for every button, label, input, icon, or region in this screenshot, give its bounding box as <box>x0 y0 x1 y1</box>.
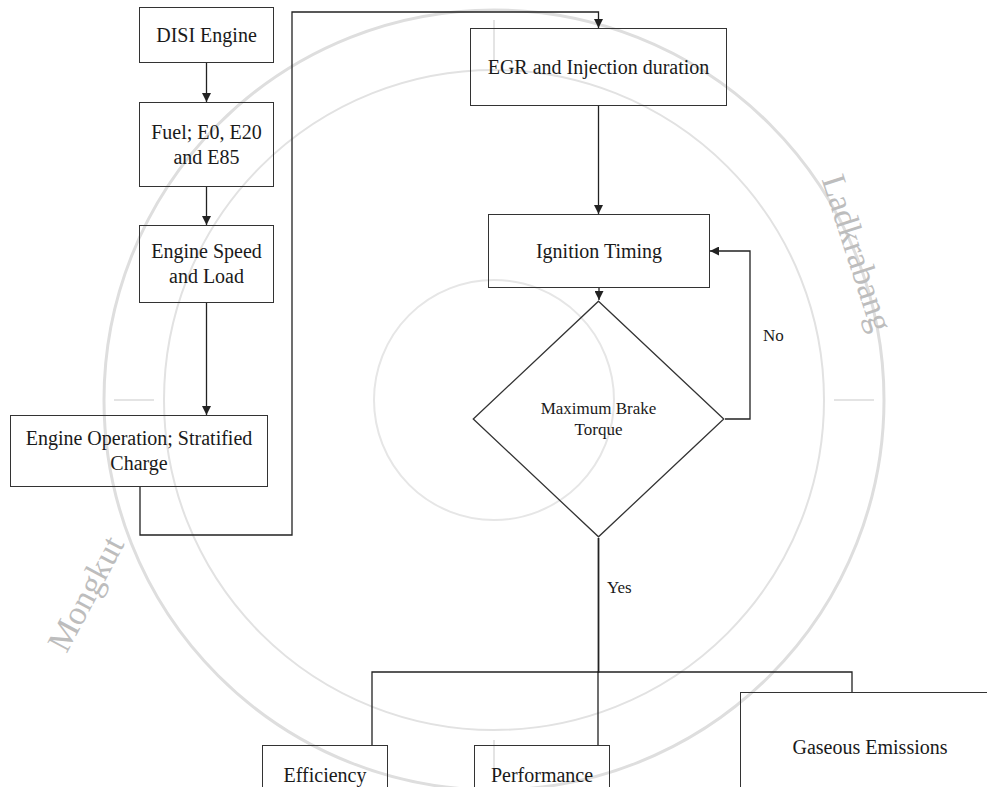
diamond-outline <box>472 300 725 538</box>
process-box: Fuel; E0, E20 and E85 <box>139 102 274 187</box>
decision-diamond: Maximum Brake Torque <box>472 300 725 538</box>
node-text: Gaseous Emissions <box>793 735 948 760</box>
node-text: Performance <box>491 763 593 787</box>
node-text: DISI Engine <box>156 23 257 48</box>
process-box: Ignition Timing <box>488 214 710 288</box>
output-box: Gaseous Emissions <box>740 692 987 787</box>
node-text: EGR and Injection duration <box>488 55 710 80</box>
process-box: EGR and Injection duration <box>470 28 727 106</box>
edge-label: Yes <box>604 578 635 598</box>
edge-label: No <box>760 326 787 346</box>
watermark-text: Ladkrabang <box>814 170 900 336</box>
flow-connector <box>710 251 750 419</box>
flow-connector <box>599 538 853 692</box>
flow-connector <box>206 63 207 102</box>
flow-connector <box>598 288 599 300</box>
node-text: Engine Operation; Stratified Charge <box>19 426 259 476</box>
start-box: DISI Engine <box>139 7 274 63</box>
watermark-text: Mongkut <box>40 530 132 658</box>
output-box: Efficiency <box>262 745 388 787</box>
node-text: Efficiency <box>284 763 367 787</box>
node-text: Engine Speed and Load <box>146 239 267 289</box>
process-box: Engine Speed and Load <box>139 225 274 303</box>
node-text: Ignition Timing <box>536 239 662 264</box>
flow-connector <box>206 187 207 225</box>
process-box: Engine Operation; Stratified Charge <box>10 415 268 487</box>
output-box: Performance <box>474 745 610 787</box>
node-text: Maximum Brake Torque <box>524 398 674 441</box>
flow-connector <box>598 106 599 214</box>
flow-connector <box>372 538 599 745</box>
flow-connector <box>206 303 207 415</box>
node-text: Fuel; E0, E20 and E85 <box>146 120 267 170</box>
flow-connector <box>140 12 599 535</box>
